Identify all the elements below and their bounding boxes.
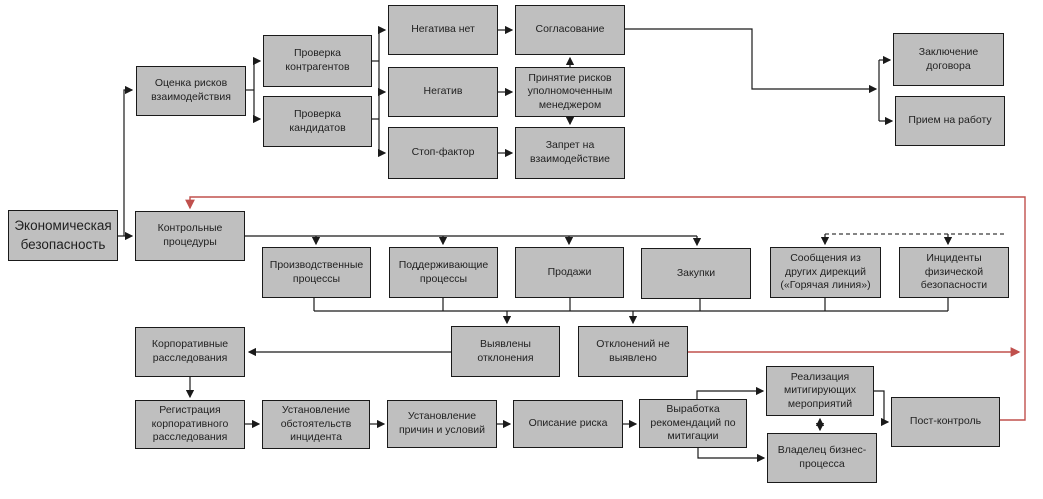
node-hiring: Прием на работу bbox=[895, 96, 1005, 146]
node-no-negative: Негатива нет bbox=[388, 5, 498, 55]
node-counterparty-check: Проверка контрагентов bbox=[263, 35, 372, 87]
node-approval: Согласование bbox=[515, 5, 625, 55]
node-physical-security-incidents: Инциденты физической безопасности bbox=[899, 247, 1009, 298]
node-no-deviations: Отклонений не выявлено bbox=[578, 326, 688, 377]
node-negative: Негатив bbox=[388, 67, 498, 117]
node-interaction-ban: Запрет на взаимодействие bbox=[515, 127, 625, 179]
node-deviations-found: Выявлены отклонения bbox=[451, 326, 560, 377]
node-mitigation-recommendations: Выработка рекомендаций по митигации bbox=[639, 399, 747, 448]
node-economic-security: Экономическая безопасность bbox=[8, 210, 118, 261]
node-candidate-check: Проверка кандидатов bbox=[263, 96, 372, 147]
node-post-control: Пост-контроль bbox=[891, 397, 1000, 447]
node-risk-description: Описание риска bbox=[513, 400, 623, 448]
node-business-process-owner: Владелец бизнес-процесса bbox=[767, 433, 877, 483]
node-contract-conclusion: Заключение договора bbox=[893, 33, 1004, 86]
node-causes-conditions: Установление причин и условий bbox=[387, 400, 497, 448]
node-corporate-investigations: Корпоративные расследования bbox=[135, 327, 245, 377]
node-hotline-reports: Сообщения из других дирекций («Горячая л… bbox=[770, 247, 881, 298]
node-purchasing: Закупки bbox=[641, 248, 751, 299]
node-control-procedures: Контрольные процедуры bbox=[135, 211, 245, 261]
node-mitigation-implementation: Реализация митигирующих мероприятий bbox=[766, 366, 874, 416]
node-production-processes: Производственные процессы bbox=[262, 247, 371, 298]
node-supporting-processes: Поддерживающие процессы bbox=[389, 247, 498, 298]
node-sales: Продажи bbox=[515, 247, 624, 298]
node-stop-factor: Стоп-фактор bbox=[388, 127, 498, 179]
node-risk-assessment: Оценка рисков взаимодействия bbox=[136, 66, 246, 116]
node-risk-acceptance: Принятие рисков уполномоченным менеджеро… bbox=[515, 67, 625, 117]
node-incident-circumstances: Установление обстоятельств инцидента bbox=[262, 400, 370, 449]
node-investigation-registration: Регистрация корпоративного расследования bbox=[135, 400, 245, 449]
